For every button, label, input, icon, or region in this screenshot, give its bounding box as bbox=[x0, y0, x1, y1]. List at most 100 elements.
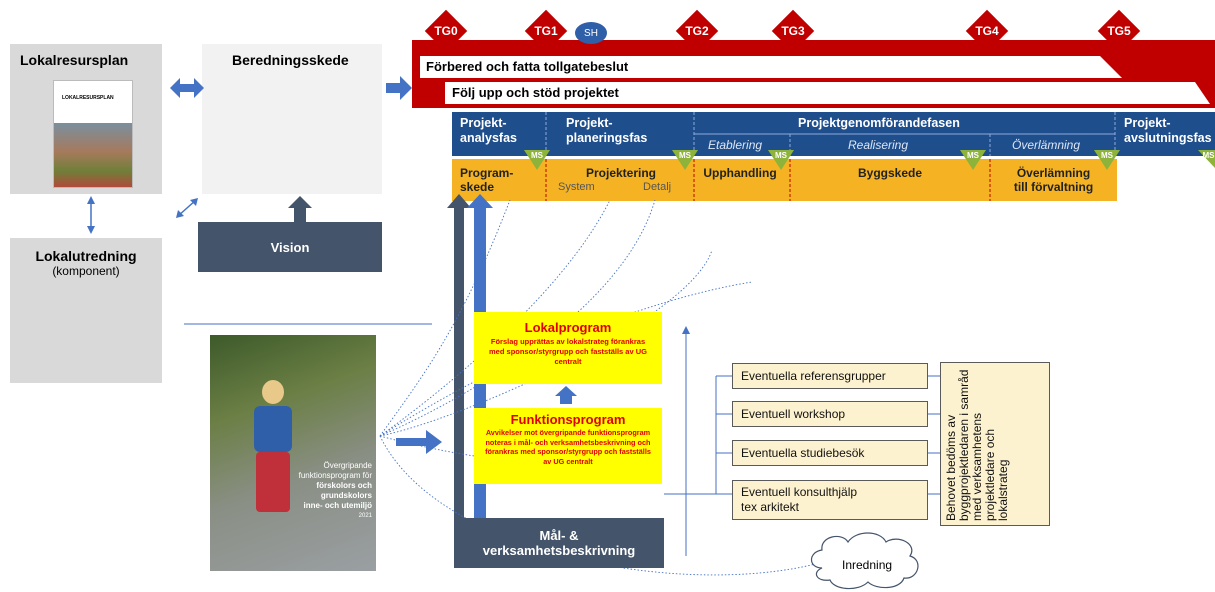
follow-banner-bg bbox=[445, 82, 1210, 104]
vision-box: Vision bbox=[198, 222, 382, 272]
child-shirt bbox=[254, 406, 292, 452]
tollgate-label: TG1 bbox=[534, 24, 558, 38]
booklet-line5: inne- och utemiljö bbox=[303, 501, 372, 510]
booklet-line4: grundskolors bbox=[320, 491, 372, 500]
booklet-line1: Övergripande bbox=[323, 461, 372, 470]
stage-overlamning-line2: till förvaltning bbox=[1013, 180, 1094, 194]
tollgate-label: TG4 bbox=[975, 24, 999, 38]
right-arrow-icon bbox=[386, 76, 412, 100]
ms-label: MS bbox=[1202, 151, 1215, 160]
lokalresursplan-title: Lokalresursplan bbox=[20, 52, 129, 68]
tollgate-label: TG5 bbox=[1107, 24, 1131, 38]
beredningsskede-title: Beredningsskede bbox=[232, 52, 349, 68]
behovet-text: Behovet bedöms av byggprojektledaren i s… bbox=[944, 369, 1010, 521]
lokalutredning-box: Lokalutredning (komponent) bbox=[10, 238, 162, 383]
mal-line1: Mål- & bbox=[539, 528, 579, 543]
phase-genomforande: Projektgenomförandefasen bbox=[798, 116, 960, 130]
booklet-year: 2021 bbox=[358, 513, 372, 519]
stage-overlamning: Överlämning till förvaltning bbox=[996, 166, 1111, 194]
funktionsprogram-text: Avvikelser mot övergripande funktionspro… bbox=[485, 428, 651, 466]
ms-triangle bbox=[524, 150, 550, 170]
phase-avslutning: Projekt- avslutningsfas bbox=[1124, 116, 1212, 146]
sub-realisering: Realisering bbox=[848, 138, 909, 152]
stage-system: System bbox=[558, 181, 595, 193]
lokalutredning-subtitle: (komponent) bbox=[52, 264, 120, 278]
ms-label: MS bbox=[531, 151, 543, 160]
document-photo bbox=[54, 123, 132, 187]
ms-triangle bbox=[960, 150, 986, 170]
stage-byggskede: Byggskede bbox=[857, 166, 923, 180]
lokalprogram-title: Lokalprogram bbox=[524, 320, 612, 335]
inredning-cloud bbox=[810, 532, 919, 590]
funktionsprogram-box: Funktionsprogram Avvikelser mot övergrip… bbox=[474, 408, 662, 484]
lokalutredning-title: Lokalutredning bbox=[35, 248, 137, 264]
ms-triangle bbox=[1198, 150, 1215, 168]
lokalprogram-text: Förslag upprättas av lokalstrateg förank… bbox=[489, 337, 647, 366]
child-head bbox=[262, 380, 284, 404]
option-workshop: Eventuell workshop bbox=[732, 401, 928, 427]
navy-vertical-bar bbox=[454, 206, 464, 518]
tollgate-label: TG2 bbox=[685, 24, 709, 38]
funktionsprogram-booklet: Övergripande funktionsprogram för försko… bbox=[210, 335, 376, 571]
stage-upphandling: Upphandling bbox=[703, 166, 777, 180]
ms-label: MS bbox=[775, 151, 787, 160]
sh-marker: SH bbox=[575, 22, 607, 44]
sub-overlamning: Överlämning bbox=[1012, 138, 1081, 152]
tollgate-label: TG0 bbox=[434, 24, 458, 38]
stage-projektering: Projektering bbox=[585, 166, 657, 180]
mal-box: Mål- & verksamhetsbeskrivning bbox=[454, 518, 664, 568]
phase-planering: Projekt- planeringsfas bbox=[566, 116, 647, 146]
phase-planering-line1: Projekt- bbox=[566, 116, 613, 130]
stage-bar bbox=[452, 159, 1117, 201]
phase-avslutning-line2: avslutningsfas bbox=[1124, 131, 1212, 145]
tollgate-tg2: TG2 bbox=[675, 9, 719, 53]
tollgate-tg0: TG0 bbox=[424, 9, 468, 53]
phase-avslutning-line1: Projekt- bbox=[1124, 116, 1171, 130]
stage-programskede-line1: Program- bbox=[460, 166, 514, 180]
stage-programskede: Program- skede bbox=[452, 166, 524, 194]
stage-programskede-line2: skede bbox=[460, 180, 495, 194]
tollgate-tg1: TG1 bbox=[524, 9, 568, 53]
ms-label: MS bbox=[1101, 151, 1113, 160]
ms-triangle bbox=[672, 150, 698, 170]
lokalresursplan-box: Lokalresursplan LOKALRESURSPLAN bbox=[10, 44, 162, 194]
tollgate-tg3: TG3 bbox=[771, 9, 815, 53]
beredningsskede-box: Beredningsskede bbox=[202, 44, 382, 194]
phase-planering-line2: planeringsfas bbox=[566, 131, 648, 145]
stage-overlamning-line1: Överlämning bbox=[1016, 166, 1091, 180]
prepare-banner-bg bbox=[420, 56, 1122, 78]
behovet-box: Behovet bedöms av byggprojektledaren i s… bbox=[940, 362, 1050, 526]
ms-triangle bbox=[1094, 150, 1120, 170]
phase-analys: Projekt- analysfas bbox=[460, 116, 517, 146]
follow-banner-text: Följ upp och stöd projektet bbox=[452, 85, 619, 100]
booklet-line3: förskolors och bbox=[316, 481, 372, 490]
option-referensgrupper: Eventuella referensgrupper bbox=[732, 363, 928, 389]
tollgate-tg4: TG4 bbox=[965, 9, 1009, 53]
phase-analys-line1: Projekt- bbox=[460, 116, 507, 130]
sub-etablering: Etablering bbox=[708, 138, 763, 152]
option-konsulthjalp: Eventuell konsulthjälp tex arkitekt bbox=[732, 480, 928, 520]
ms-triangle bbox=[768, 150, 794, 170]
booklet-arrow-icon bbox=[396, 430, 442, 454]
tollgate-label: TG3 bbox=[781, 24, 805, 38]
double-arrow-icon bbox=[170, 78, 204, 98]
option-studiebesok: Eventuella studiebesök bbox=[732, 440, 928, 466]
child-pants bbox=[256, 452, 290, 512]
mal-line2: verksamhetsbeskrivning bbox=[482, 543, 636, 558]
booklet-child-figure bbox=[240, 380, 300, 550]
ms-label: MS bbox=[967, 151, 979, 160]
ms-label: MS bbox=[679, 151, 691, 160]
booklet-text: Övergripande funktionsprogram för försko… bbox=[288, 461, 372, 521]
prepare-banner-text: Förbered och fatta tollgatebeslut bbox=[426, 59, 629, 74]
up-arrow-icon bbox=[288, 196, 312, 222]
booklet-line2: funktionsprogram för bbox=[298, 471, 372, 480]
stage-detalj: Detalj bbox=[643, 181, 672, 193]
funktionsprogram-title: Funktionsprogram bbox=[510, 412, 626, 427]
phase-analys-line2: analysfas bbox=[460, 131, 517, 145]
tollgate-tg5: TG5 bbox=[1097, 9, 1141, 53]
inredning-label: Inredning bbox=[842, 558, 893, 572]
lokalresursplan-document-image: LOKALRESURSPLAN bbox=[53, 80, 133, 188]
small-up-arrow-icon bbox=[555, 386, 577, 404]
sh-label: SH bbox=[584, 27, 598, 39]
